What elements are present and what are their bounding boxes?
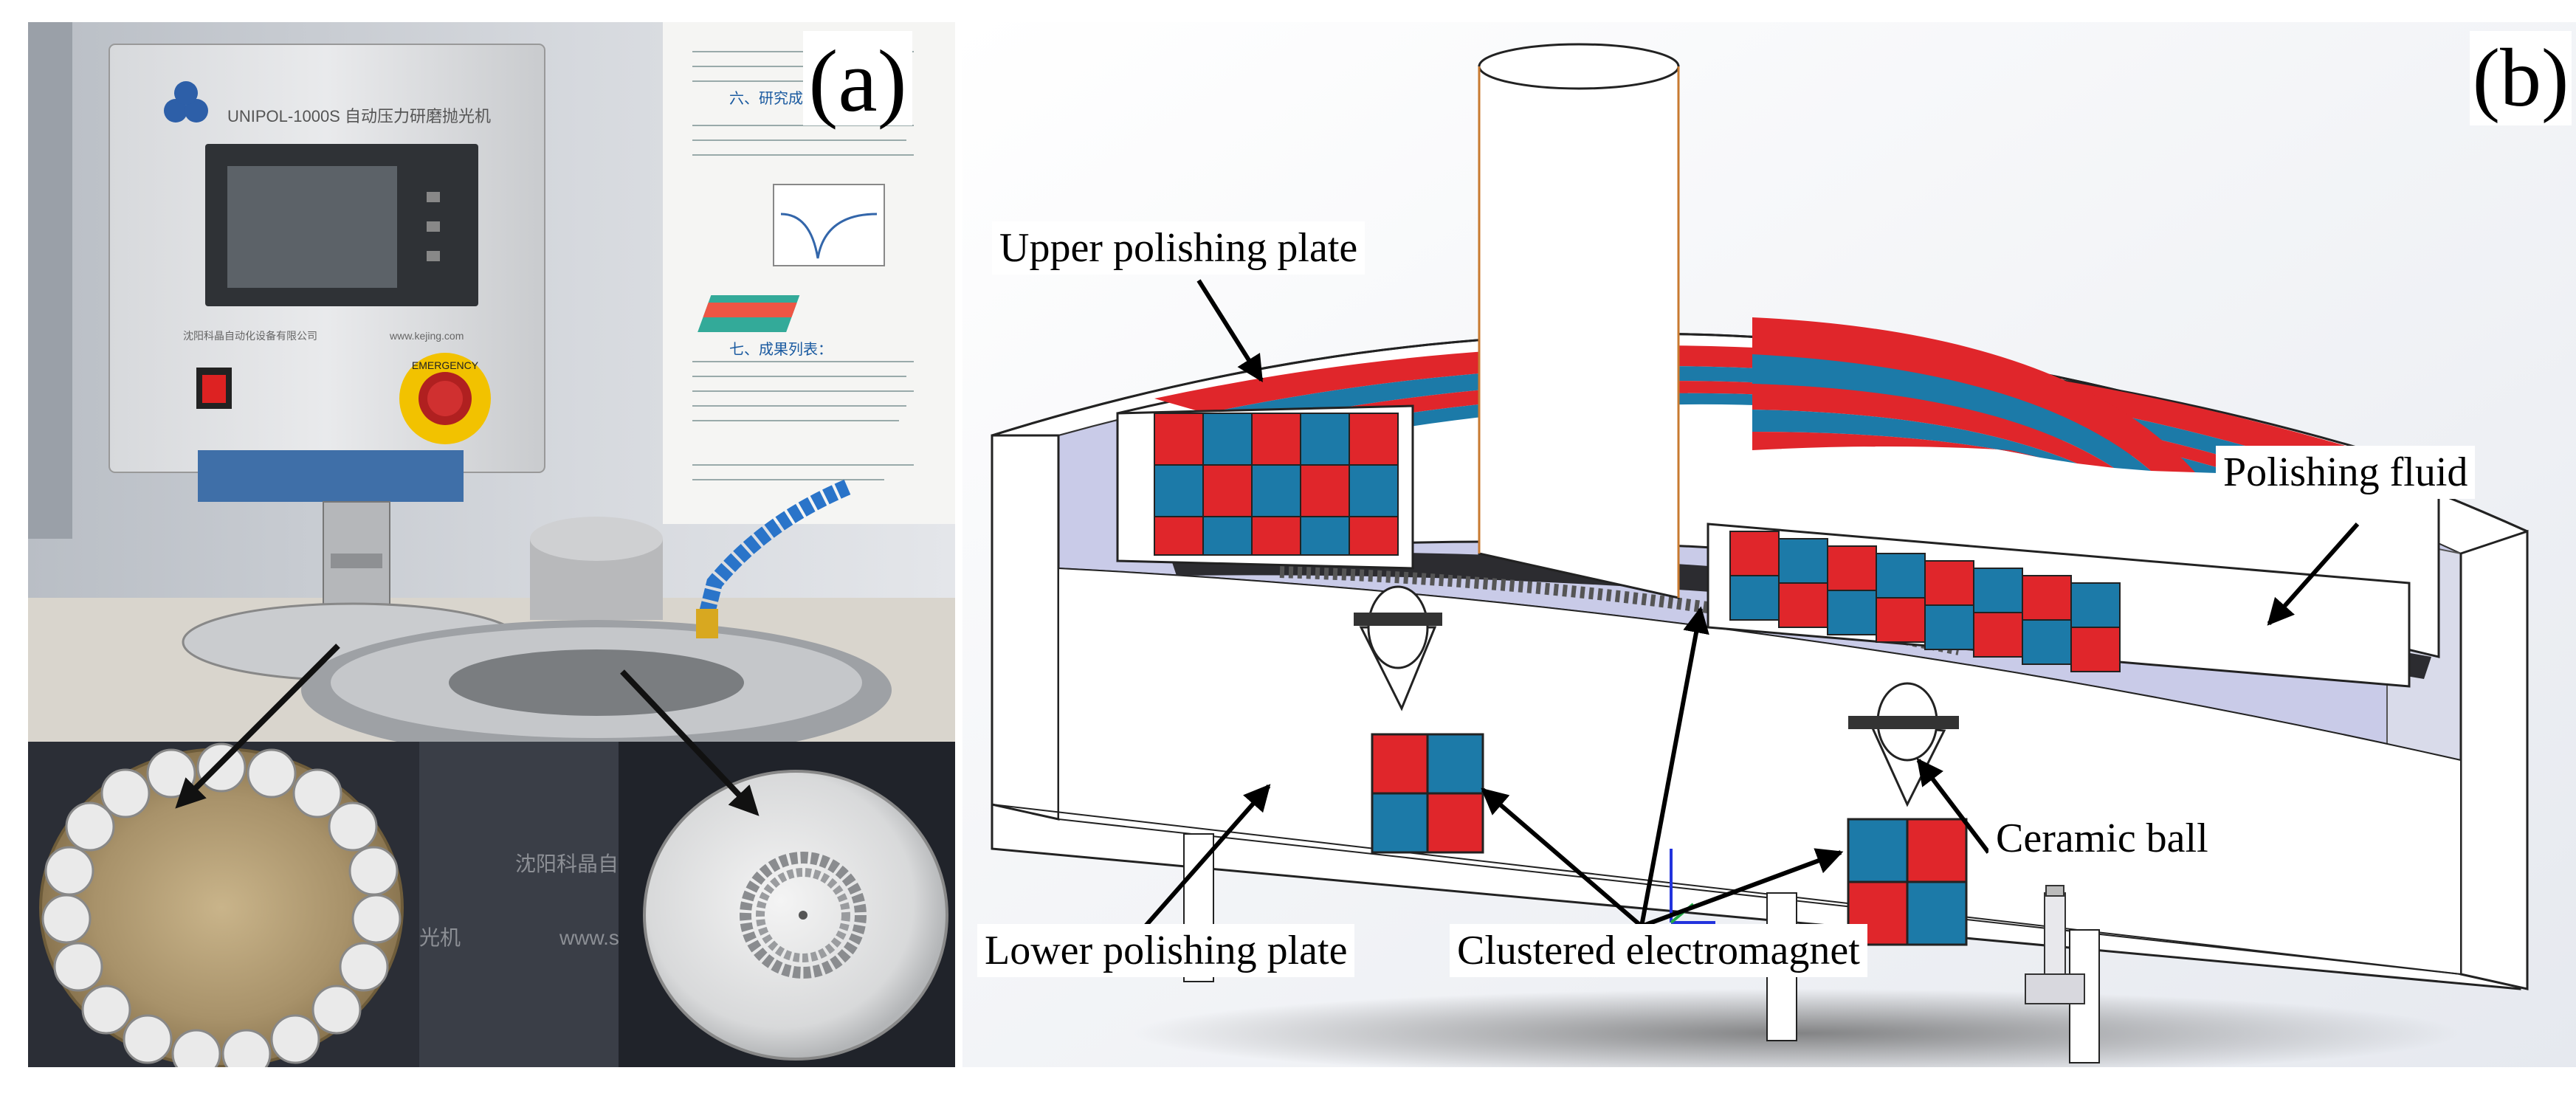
website-text: www.kejing.com [389,330,464,342]
emergency-text: EMERGENCY [412,359,479,371]
base-text-2: 光机 [419,926,461,949]
label-clustered-electromagnet: Clustered electromagnet [1450,924,1867,977]
label-polishing-fluid: Polishing fluid [2216,446,2476,499]
panel-b-diagram: (b) Upper polishing plate Polishing flui… [962,22,2576,1067]
clustered-electromagnet-right [1847,818,1968,946]
arrow-upper-plate [1196,279,1264,383]
arrow-polishing-fluid [2267,523,2360,626]
central-shaft [1478,65,1680,599]
label-lower-polishing-plate: Lower polishing plate [977,924,1355,977]
ceramic-ball-right [1848,682,1959,807]
machine-model-text: UNIPOL-1000S 自动压力研磨抛光机 [227,107,491,125]
panel-a-photo: 六、研究成 七、成果列表： UNIPOL-1000S 自动压力研磨抛光机 [28,22,955,1067]
manufacturer-logo [164,81,208,123]
cutaway-diagram [962,22,2576,1067]
polishing-machine-photo: 六、研究成 七、成果列表： UNIPOL-1000S 自动压力研磨抛光机 [28,22,955,1067]
arrow-ceramic-ball [1916,758,1991,854]
electromagnet-cross-section-right [1729,531,2121,672]
clustered-electromagnet-left [1371,733,1484,854]
poster-heading: 六、研究成 [729,90,803,107]
arrow-electromagnet-2 [1481,787,1643,928]
panel-a-letter: (a) [803,31,912,125]
panel-b-letter: (b) [2470,31,2572,125]
emergency-stop-button: EMERGENCY [399,353,491,444]
ceramic-ball-left [1354,585,1442,711]
electromagnet-cross-section-left [1154,413,1399,556]
arrow-electromagnet-3 [1640,848,1844,928]
poster-heading-2: 七、成果列表： [729,341,833,358]
bolt-icon [2025,885,2085,1004]
arrow-electromagnet-1 [1639,606,1709,927]
arrow-to-upper-inset [175,644,340,809]
label-upper-polishing-plate: Upper polishing plate [992,221,1366,275]
arrow-to-lower-inset [620,669,760,816]
company-text: 沈阳科晶自动化设备有限公司 [183,330,317,342]
base-text-3: www.s [559,926,619,949]
arrow-lower-plate [1130,784,1271,942]
label-ceramic-ball: Ceramic ball [1988,812,2216,865]
magnet-ring-top [1154,317,2409,474]
